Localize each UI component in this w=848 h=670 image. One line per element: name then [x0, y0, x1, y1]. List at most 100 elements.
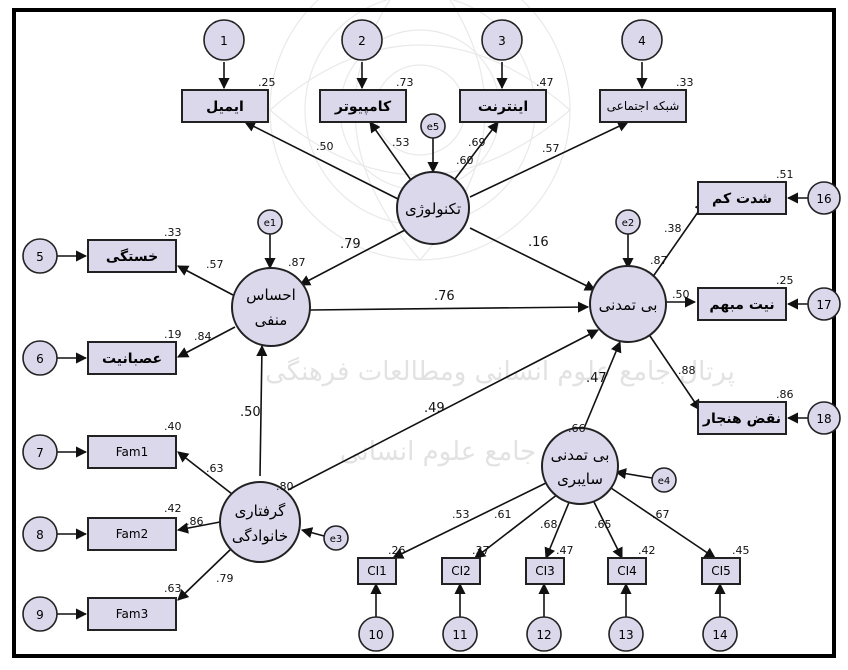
coef-cyber-ci5: .67 — [652, 508, 670, 521]
observed-variables: ایمیل کامپیوتر اینترنت شبکه اجتماعی خستگ… — [87, 89, 787, 631]
indicator-fam3-label: Fam3 — [116, 607, 148, 621]
error-circle-11 — [442, 616, 478, 652]
r2-ci5: .45 — [732, 544, 750, 557]
coef-cyber-ci3: .68 — [540, 518, 558, 531]
indicator-intensity-label: شدت کم — [712, 191, 772, 207]
edge-cyber-ci1 — [391, 481, 549, 559]
indicator-computer-label: کامپیوتر — [334, 99, 392, 115]
indicator-social-network-label: شبکه اجتماعی — [607, 99, 680, 113]
r-squared-values: .25 .73 .47 .33 .33 .19 .87 .87 .51 .25 … — [164, 76, 794, 595]
coef-tech-fit: .60 — [456, 154, 474, 167]
indicator-intent-label: نیت مبهم — [709, 297, 774, 313]
latent-negative-feeling — [231, 267, 311, 347]
coef-neg-fatigue: .57 — [206, 258, 224, 271]
error-circle-16 — [807, 181, 841, 215]
edge-neg-fatigue — [177, 265, 234, 296]
error-circle-12 — [526, 616, 562, 652]
r2-fam2: .42 — [164, 502, 182, 515]
indicator-fatigue-label: خستگی — [106, 248, 158, 265]
r2-norm: .86 — [776, 388, 794, 401]
edge-family-fam3 — [177, 547, 233, 601]
indicator-fam2 — [87, 517, 177, 551]
r2-email: .25 — [258, 76, 276, 89]
r2-negative-feeling: .87 — [288, 256, 306, 269]
error-circle-9 — [22, 596, 58, 632]
r2-intent: .25 — [776, 274, 794, 287]
r2-fatigue: .33 — [164, 226, 182, 239]
error-label-14: 14 — [712, 628, 727, 642]
error-label-13: 13 — [618, 628, 633, 642]
disturbance-circle-e4 — [651, 467, 677, 493]
edge-family-neg — [256, 344, 268, 477]
r2-incivility: .87 — [650, 254, 668, 267]
edge-neg-anger — [177, 326, 236, 358]
r2-fam1: .40 — [164, 420, 182, 433]
indicator-anger — [87, 341, 177, 375]
edge-family-inc — [287, 329, 599, 491]
indicator-internet — [459, 89, 547, 123]
error-circle-4 — [621, 19, 663, 61]
latent-family-involvement-label-1: گرفتاری — [235, 502, 287, 520]
indicator-norm — [697, 401, 787, 435]
disturbance-label-e2: e2 — [622, 218, 635, 229]
coef-family-neg: .50 — [240, 405, 261, 420]
indicator-intent — [697, 287, 787, 321]
error-circle-17 — [807, 287, 841, 321]
r2-ci4: .42 — [638, 544, 656, 557]
latent-technology — [396, 171, 470, 245]
indicator-intensity — [697, 181, 787, 215]
error-label-17: 17 — [816, 298, 831, 312]
indicator-internet-label: اینترنت — [478, 99, 528, 115]
indicator-fam1-label: Fam1 — [116, 445, 148, 459]
coef-cyber-ci2: .61 — [494, 508, 512, 521]
disturbance-label-e3: e3 — [330, 534, 343, 545]
indicator-ci1-label: CI1 — [367, 564, 387, 578]
coef-cyber-ci4: .65 — [594, 518, 612, 531]
r2-cyber: .66 — [568, 422, 586, 435]
error-circle-1 — [203, 19, 245, 61]
coef-tech-inc: .16 — [528, 235, 549, 250]
indicator-ci5 — [701, 557, 741, 585]
r2-fam3: .63 — [164, 582, 182, 595]
disturbance-circle-e2 — [615, 209, 641, 235]
r2-intensity: .51 — [776, 168, 794, 181]
latent-negative-feeling-label-2: منفی — [255, 311, 288, 329]
coef-tech-social: .57 — [542, 142, 560, 155]
error-circle-5 — [22, 238, 58, 274]
latent-family-involvement-label-2: خانوادگی — [232, 527, 288, 545]
edge-inc-norm — [649, 335, 701, 411]
latent-variables: تکنولوژی احساس منفی بی تمدنی گرفتاری خان… — [219, 171, 667, 563]
edge-neg-inc — [309, 301, 590, 313]
coef-inc-norm: .88 — [678, 364, 696, 377]
r2-ci3: .47 — [556, 544, 574, 557]
error-circle-14 — [702, 616, 738, 652]
indicator-fam3 — [87, 597, 177, 631]
error-label-1: 1 — [220, 34, 228, 48]
disturbance-circle-e5 — [420, 113, 446, 139]
indicator-fam2-label: Fam2 — [116, 527, 148, 541]
error-label-5: 5 — [36, 250, 44, 264]
coef-family-fam2: .86 — [186, 515, 204, 528]
edge-tech-social — [469, 121, 630, 198]
edge-family-fam1 — [177, 451, 233, 495]
latent-cyber-incivility-label-2: سایبری — [557, 470, 603, 488]
disturbance-label-e4: e4 — [658, 476, 671, 487]
error-label-9: 9 — [36, 608, 44, 622]
error-circle-3 — [481, 19, 523, 61]
error-label-10: 10 — [368, 628, 383, 642]
edge-family-fam2 — [176, 521, 221, 534]
path-coefficients: .50 .53 .69 .57 .60 .79 .16 .76 .50 .49 … — [186, 136, 696, 585]
edge-tech-neg — [299, 229, 406, 286]
error-circle-6 — [22, 340, 58, 376]
edge-inc-intensity — [651, 201, 706, 279]
error-label-7: 7 — [36, 446, 44, 460]
disturbance-circle-e1 — [257, 209, 283, 235]
coef-tech-email: .50 — [316, 140, 334, 153]
r2-internet: .47 — [536, 76, 554, 89]
indicator-norm-label: نقض هنجار — [702, 411, 781, 427]
disturbance-label-e5: e5 — [427, 122, 440, 133]
indicator-email-label: ایمیل — [206, 99, 244, 115]
latent-incivility — [589, 265, 667, 343]
